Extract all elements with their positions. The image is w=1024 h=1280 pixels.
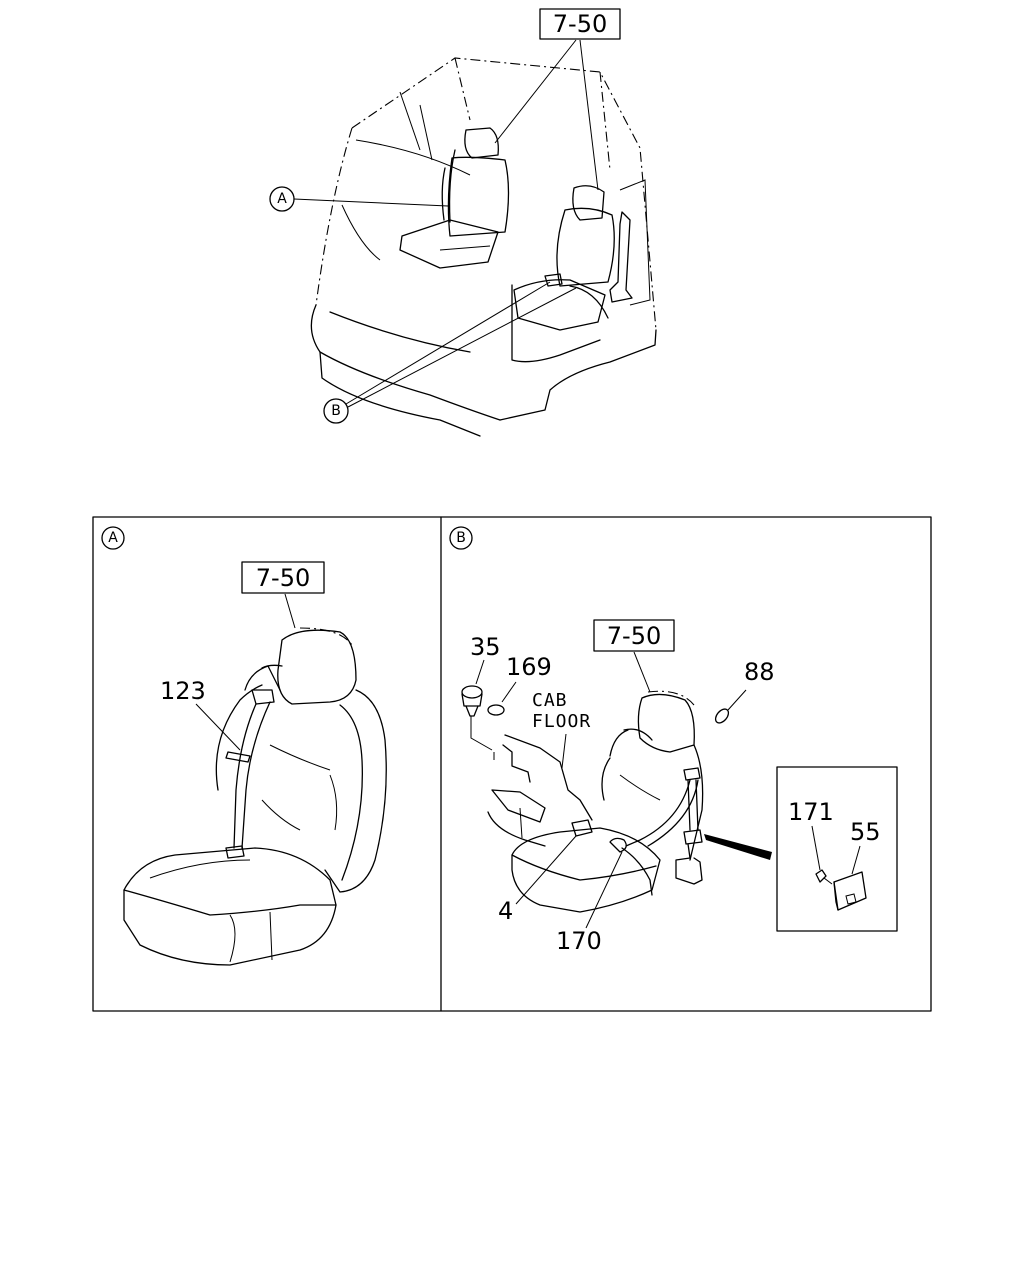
panel-a-tag (101, 526, 125, 550)
overview-ref-box (539, 8, 621, 40)
panel-a: A 7-50 (101, 526, 387, 966)
detail-frame (92, 516, 932, 1012)
overview-left-seat (399, 127, 510, 269)
panel-b-ref-label: 7-50 (607, 622, 661, 650)
panel-a-part-belt: 123 (160, 677, 206, 705)
panel-b-inset (776, 766, 898, 932)
overview-ref-label: 7-50 (553, 10, 607, 38)
panel-b-part-plate: 55 (850, 818, 881, 846)
panel-b-part-bolt: 171 (788, 798, 834, 826)
panel-b-part-clip: 35 (470, 633, 501, 661)
panel-b-note-line1: CAB (532, 690, 568, 711)
panel-b-floor (487, 734, 593, 847)
bolt-icon (815, 869, 833, 885)
panel-b-part-ring: 88 (744, 658, 775, 686)
overview-callout-a-label: A (277, 191, 287, 207)
washer-icon (487, 704, 505, 716)
panel-a-seat (123, 627, 387, 966)
anchor-icon (609, 837, 627, 853)
overview-callout-b (323, 398, 349, 424)
panel-b-ref-box (593, 619, 675, 652)
overview-callout-b-label: B (331, 403, 341, 419)
panel-b: B 7-50 35 169 CAB FLOOR (449, 526, 898, 955)
panel-b-note-line2: FLOOR (532, 711, 591, 732)
panel-b-part-washer: 169 (506, 653, 552, 681)
buckle-icon (571, 819, 593, 837)
plate-icon (833, 871, 867, 911)
panel-b-part-anchor: 170 (556, 927, 602, 955)
panel-b-tag-label: B (456, 530, 466, 546)
panel-b-seat (511, 690, 704, 913)
clip-icon (461, 685, 483, 717)
ring-icon (714, 708, 730, 724)
inset-pointer (704, 834, 772, 860)
overview-cab: 7-50 A B (269, 8, 657, 437)
panel-b-part-buckle: 4 (498, 897, 513, 925)
overview-right-seat (513, 185, 633, 331)
panel-a-ref-box (241, 561, 325, 594)
panel-a-tag-label: A (108, 530, 118, 546)
panel-a-ref-label: 7-50 (256, 564, 310, 592)
panel-b-tag (449, 526, 473, 550)
